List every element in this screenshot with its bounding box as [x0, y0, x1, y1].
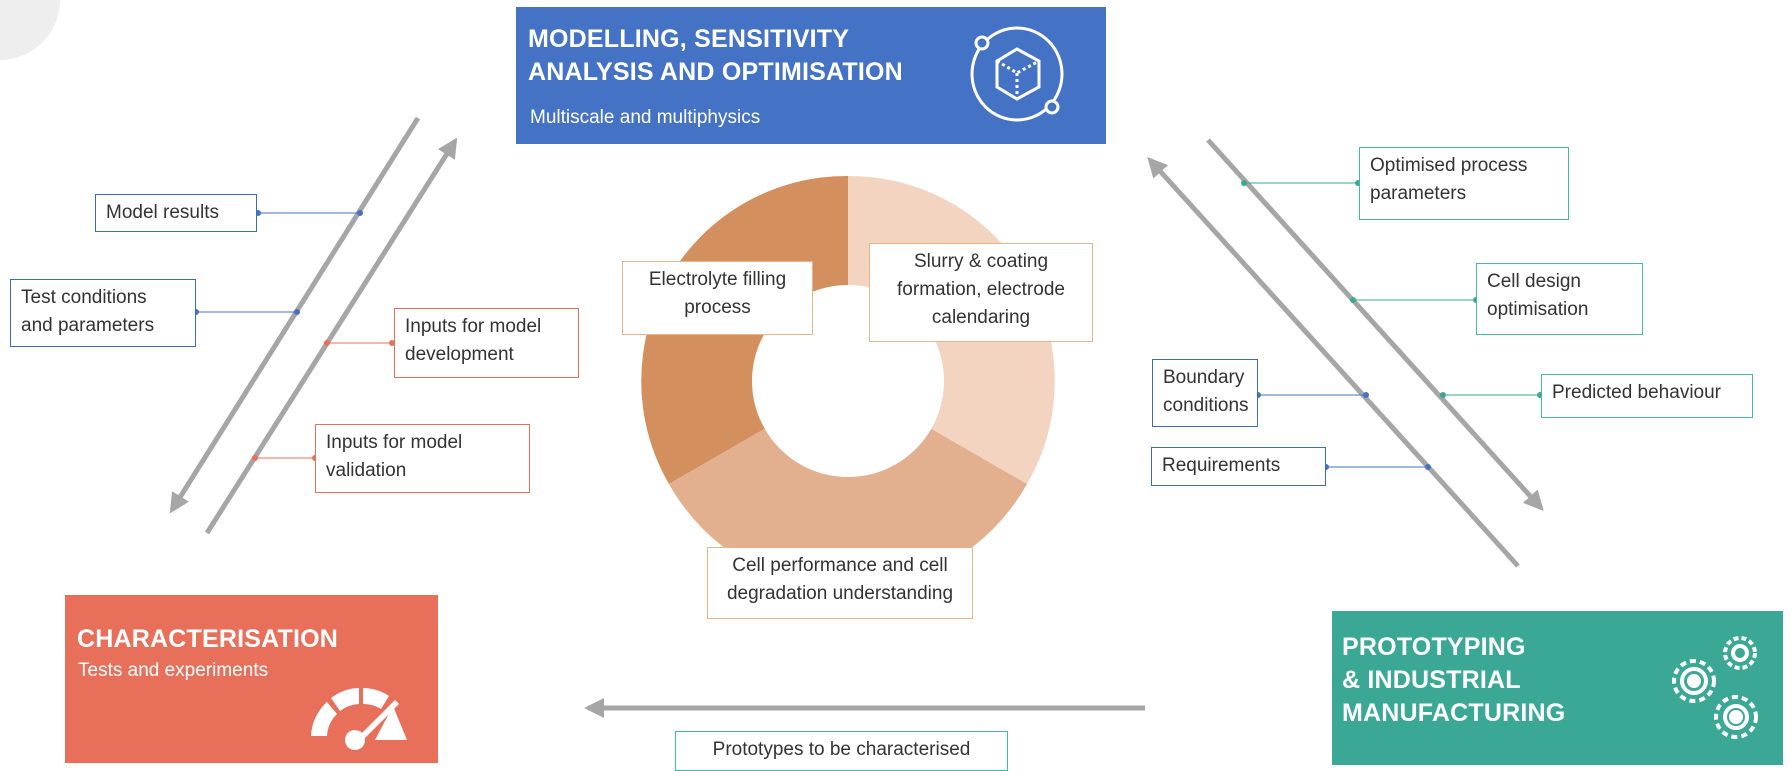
characterisation-subtitle: Tests and experiments: [78, 660, 269, 681]
link-model-results: Model results: [95, 194, 257, 232]
link-requirements: Requirements: [1151, 447, 1326, 486]
label-electrolyte-filling: Electrolyte filling process: [622, 261, 813, 335]
link-boundary-conditions: Boundary conditions: [1152, 359, 1258, 427]
characterisation-panel: CHARACTERISATION Tests and experiments: [65, 595, 438, 763]
gears-icon: [1672, 636, 1758, 739]
corner-decoration: [0, 0, 60, 60]
characterisation-title: CHARACTERISATION: [77, 625, 339, 653]
prototyping-panel: PROTOTYPING & INDUSTRIAL MANUFACTURING: [1332, 611, 1783, 765]
process-donut: [641, 175, 1055, 590]
modelling-title: MODELLING, SENSITIVITY ANALYSIS AND OPTI…: [528, 25, 903, 86]
label-cell-performance: Cell performance and cell degradation un…: [707, 547, 973, 619]
prototyping-title: PROTOTYPING & INDUSTRIAL MANUFACTURING: [1342, 633, 1566, 727]
arrow-to-modelling-left: [204, 137, 458, 535]
arrow-to-modelling-right: [1147, 157, 1520, 568]
modelling-subtitle: Multiscale and multiphysics: [530, 107, 761, 128]
link-optimised-process: Optimised process parameters: [1359, 147, 1569, 220]
label-slurry-coating: Slurry & coating formation, electrode ca…: [869, 243, 1093, 342]
link-cell-design: Cell design optimisation: [1476, 263, 1643, 335]
link-inputs-validation: Inputs for model validation: [315, 424, 530, 493]
link-inputs-development: Inputs for model development: [394, 308, 579, 378]
link-prototypes: Prototypes to be characterised: [675, 731, 1008, 771]
gauge-icon: [311, 688, 407, 750]
modelling-panel: MODELLING, SENSITIVITY ANALYSIS AND OPTI…: [516, 7, 1106, 144]
link-test-conditions: Test conditions and parameters: [10, 279, 196, 347]
arrow-to-prototyping: [1206, 138, 1544, 511]
cube-icon: [970, 26, 1064, 122]
link-predicted-behaviour: Predicted behaviour: [1541, 374, 1753, 418]
